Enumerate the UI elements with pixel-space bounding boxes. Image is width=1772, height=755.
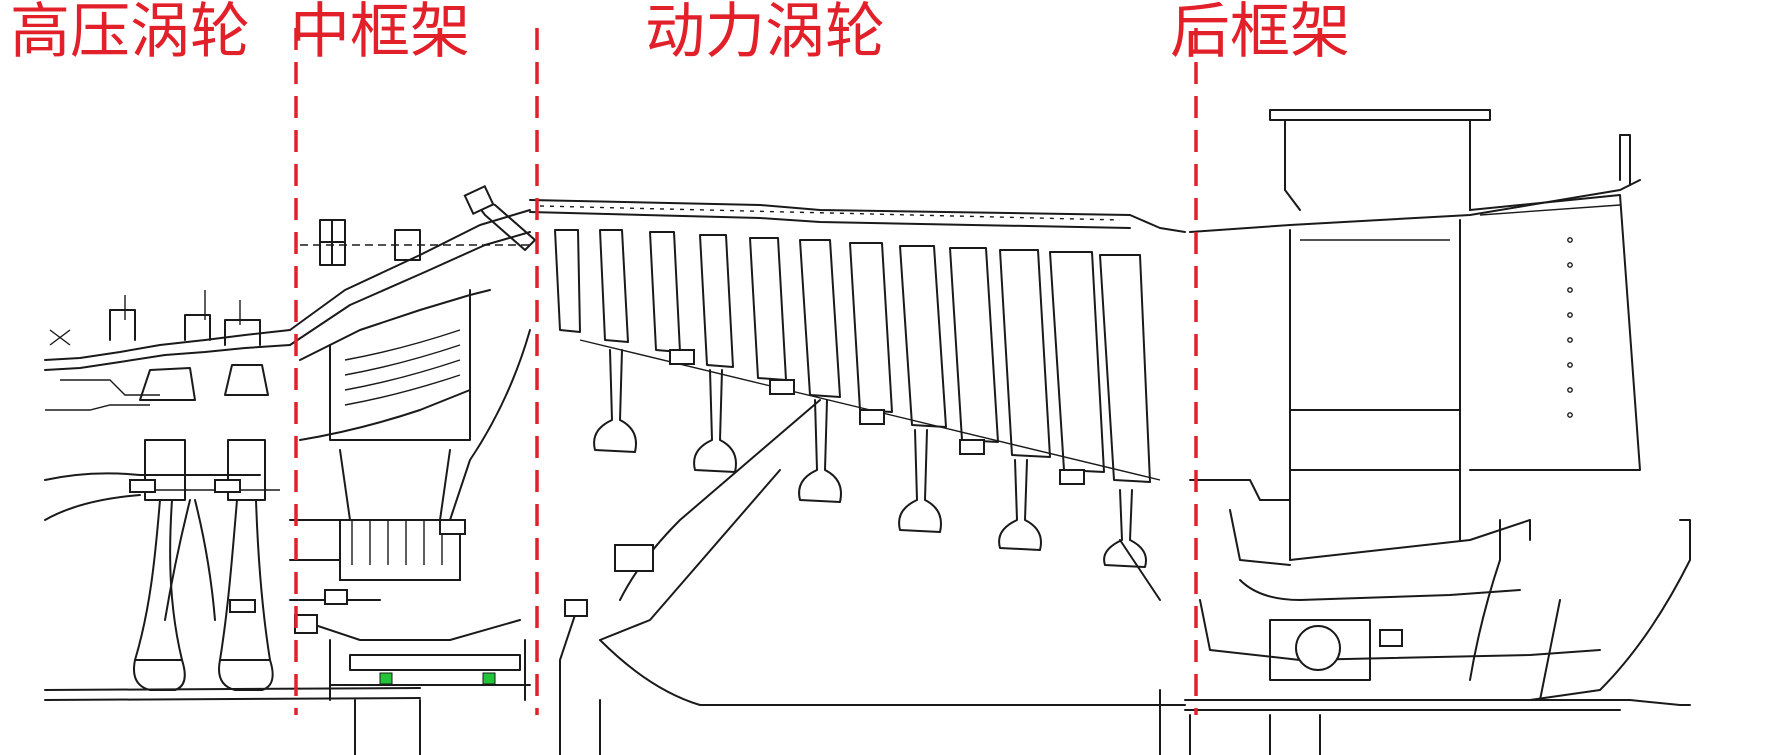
rear-frame-group — [1159, 109, 1691, 755]
label-mid-frame: 中框架 — [290, 0, 470, 67]
hp-turbine-group — [44, 290, 421, 701]
power-turbine-group — [529, 199, 1186, 755]
label-rear-frame: 后框架 — [1170, 0, 1350, 67]
label-high-pressure-turbine: 高压涡轮 — [10, 0, 250, 67]
highlight-marker-1 — [379, 672, 393, 685]
mid-frame-group — [289, 184, 536, 755]
label-power-turbine: 动力涡轮 — [645, 0, 885, 67]
highlight-marker-2 — [482, 672, 496, 685]
section-dividers — [294, 28, 1198, 715]
